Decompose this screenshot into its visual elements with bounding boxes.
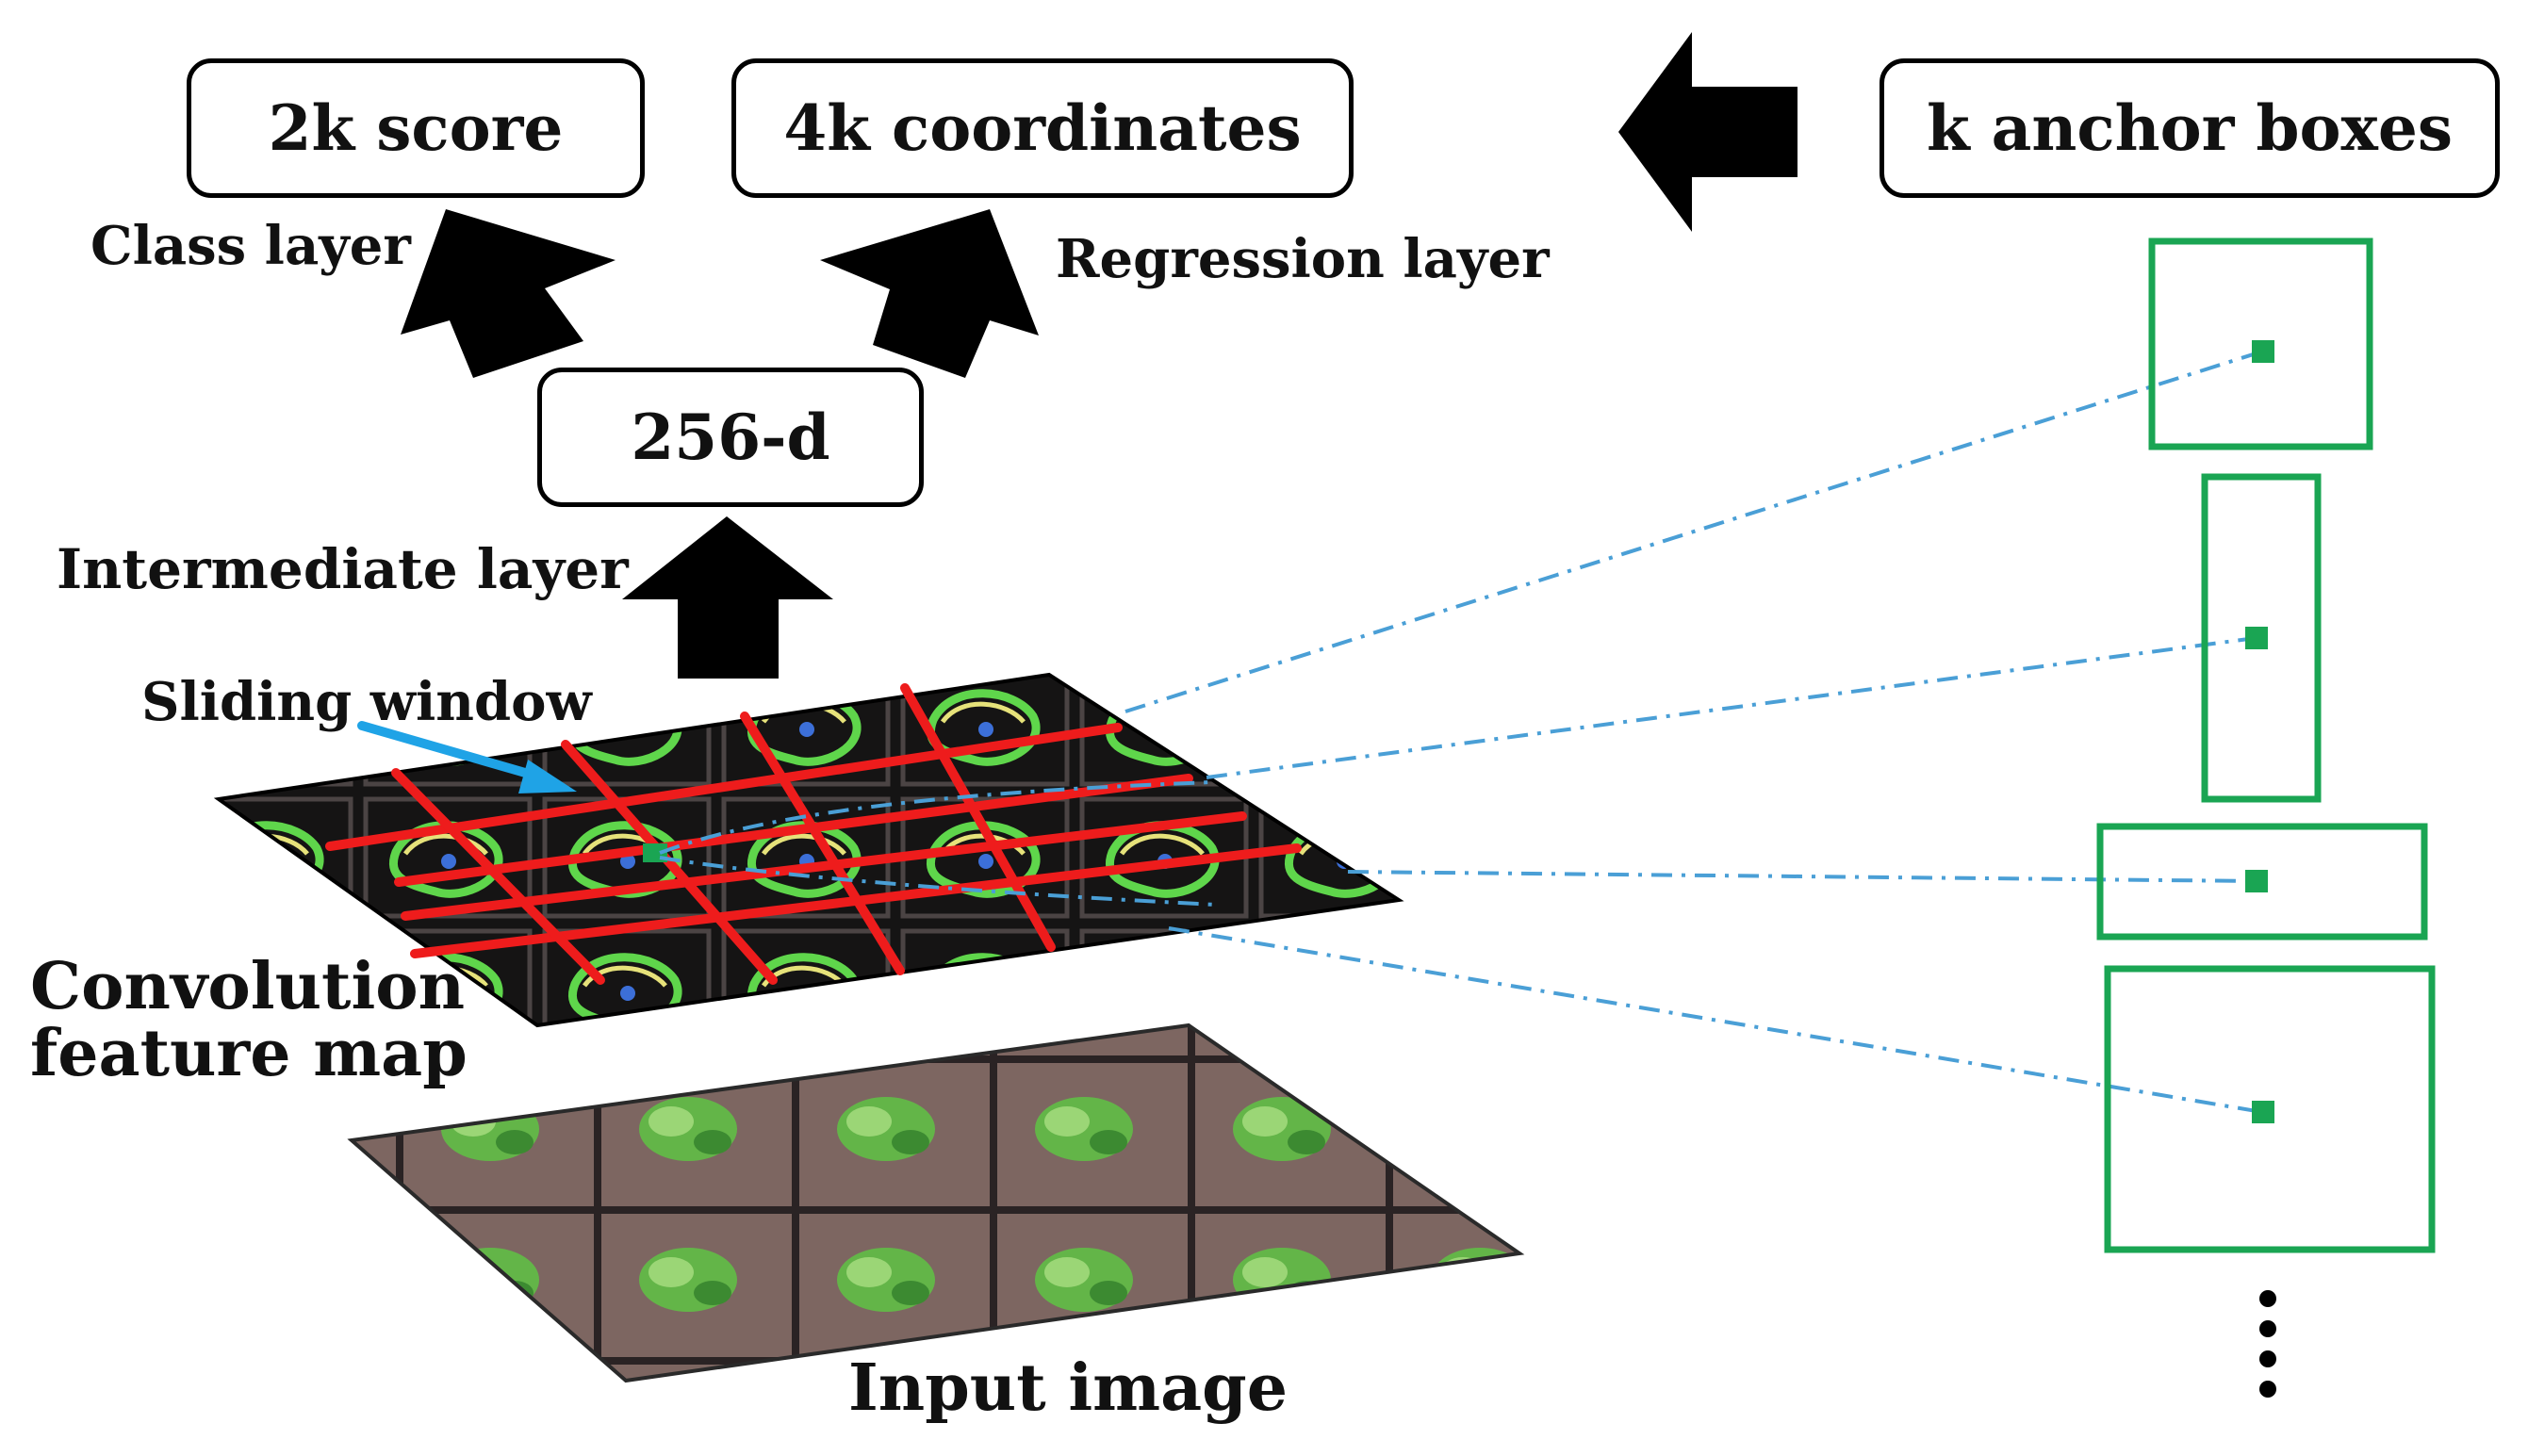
- anchor-center-4: [2252, 1101, 2274, 1123]
- arrow-to-coordinates: [820, 209, 1039, 378]
- grid-line-v1: [391, 768, 605, 985]
- feature-map-plane: [213, 672, 1404, 1028]
- anchor-box-3: [2096, 823, 2428, 941]
- anchor-projection-lines: [659, 350, 2263, 1114]
- grid-line-v2: [561, 740, 778, 985]
- intermediate-box: 256-d: [537, 368, 924, 507]
- anchor-centers: [2245, 340, 2274, 1123]
- projection-line-3: [1347, 870, 2257, 883]
- sliding-window-label: Sliding window: [141, 671, 592, 733]
- left-arrow-from-anchors: [1618, 32, 1798, 232]
- anchor-box-column: [2096, 237, 2436, 1253]
- regression-layer-label: Regression layer: [1056, 228, 1550, 290]
- convolution-label-line1: Convolution: [30, 949, 466, 1024]
- grid-line-v3: [740, 712, 905, 975]
- intermediate-box-label: 256-d: [631, 401, 830, 474]
- projection-line-6: [659, 856, 1217, 907]
- sliding-window-pointer: [357, 721, 577, 793]
- grid-line-h1: [325, 723, 1123, 851]
- anchor-boxes-box: k anchor boxes: [1880, 58, 2500, 198]
- grid-line-h3: [401, 811, 1247, 921]
- coordinates-box: 4k coordinates: [731, 58, 1354, 198]
- anchor-boxes-box-label: k anchor boxes: [1926, 91, 2454, 165]
- anchor-center-2: [2245, 627, 2268, 649]
- projection-line-4: [1168, 926, 2263, 1114]
- coordinates-box-label: 4k coordinates: [783, 91, 1302, 165]
- up-arrow-to-intermediate: [622, 516, 833, 679]
- sliding-grid: [325, 683, 1302, 985]
- arrow-to-score: [401, 209, 616, 378]
- convolution-feature-map-label: Convolution feature map: [30, 949, 468, 1092]
- anchor-center-3: [2245, 870, 2268, 892]
- projection-line-2: [1206, 636, 2257, 779]
- anchor-box-4: [2104, 965, 2436, 1253]
- grid-line-v4: [900, 683, 1056, 952]
- anchor-box-2: [2201, 473, 2322, 803]
- grid-line-h2: [394, 774, 1193, 887]
- input-image-plane: [347, 1022, 1525, 1383]
- score-box-label: 2k score: [268, 91, 564, 165]
- class-layer-label: Class layer: [90, 215, 411, 277]
- projection-line-1: [1124, 350, 2263, 713]
- convolution-label-line2: feature map: [30, 1016, 468, 1092]
- score-box: 2k score: [187, 58, 645, 198]
- anchor-center-1: [2252, 340, 2274, 363]
- vertical-ellipsis-icon: [2259, 1290, 2276, 1398]
- intermediate-layer-label: Intermediate layer: [57, 537, 629, 601]
- anchor-box-1: [2148, 237, 2373, 450]
- projection-line-5: [659, 780, 1213, 855]
- input-image-label: Input image: [848, 1350, 1288, 1426]
